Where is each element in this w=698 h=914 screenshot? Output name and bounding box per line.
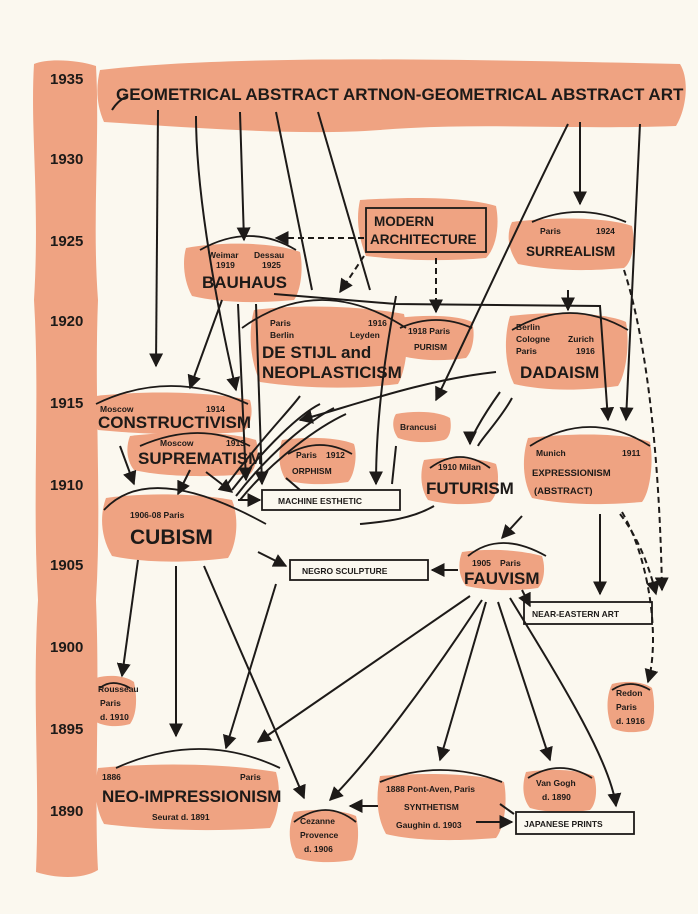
neo-impressionism-year: 1886 bbox=[102, 772, 121, 782]
bauhaus-label: BAUHAUS bbox=[202, 273, 287, 292]
bauhaus-year: 1919 bbox=[216, 260, 235, 270]
cezanne-line: Provence bbox=[300, 830, 339, 840]
year-label: 1910 bbox=[50, 477, 83, 494]
expressionism-label-line2: (ABSTRACT) bbox=[534, 486, 593, 497]
synthetism-line1: 1888 Pont-Aven, Paris bbox=[386, 784, 475, 794]
futurism-label: FUTURISM bbox=[426, 479, 514, 498]
year-label: 1890 bbox=[50, 803, 83, 820]
constructivism-year: 1914 bbox=[206, 404, 225, 414]
surrealism-label: SURREALISM bbox=[526, 244, 615, 259]
geometrical-abstract-art-title: GEOMETRICAL ABSTRACT ART bbox=[116, 85, 379, 104]
suprematism-label: SUPREMATISM bbox=[138, 449, 262, 468]
van-gogh-line: Van Gogh bbox=[536, 778, 576, 788]
orphism-year: 1912 bbox=[326, 450, 345, 460]
machine-esthetic-label: MACHINE ESTHETIC bbox=[278, 496, 362, 506]
bauhaus-year: 1925 bbox=[262, 260, 281, 270]
japanese-prints-label: JAPANESE PRINTS bbox=[524, 819, 603, 829]
brush-backgrounds bbox=[33, 59, 686, 878]
year-label: 1920 bbox=[50, 313, 83, 330]
bauhaus-place: Weimar bbox=[208, 250, 239, 260]
machine-esthetic-box bbox=[261, 489, 401, 511]
expressionism-place: Munich bbox=[536, 448, 566, 458]
dadaism-place: Berlin bbox=[516, 322, 540, 332]
rousseau-line: d. 1910 bbox=[100, 712, 129, 722]
influence-arrows bbox=[111, 95, 669, 829]
destijl-label-line2: NEOPLASTICISM bbox=[262, 363, 402, 382]
expressionism-label-line1: EXPRESSIONISM bbox=[532, 468, 611, 479]
non-geometrical-abstract-art-title: NON-GEOMETRICAL ABSTRACT ART bbox=[378, 85, 684, 104]
purism-year-place: 1918 Paris bbox=[408, 326, 450, 336]
destijl-label-line1: DE STIJL and bbox=[262, 343, 371, 362]
expressionism-year: 1911 bbox=[622, 448, 641, 458]
timeline-years: 1935 1930 1925 1920 1915 1910 1905 1900 … bbox=[50, 71, 83, 820]
cubism-label: CUBISM bbox=[130, 526, 213, 549]
year-label: 1935 bbox=[50, 71, 83, 88]
year-label: 1895 bbox=[50, 721, 83, 738]
neo-impressionism-label: NEO-IMPRESSIONISM bbox=[102, 787, 281, 806]
timeline-strip bbox=[33, 60, 99, 878]
modern-architecture-line2: ARCHITECTURE bbox=[370, 232, 477, 247]
cezanne-line: d. 1906 bbox=[304, 844, 333, 854]
redon-line: Redon bbox=[616, 688, 642, 698]
cubism-years-place: 1906-08 Paris bbox=[130, 510, 185, 520]
dadaism-year: 1916 bbox=[576, 346, 595, 356]
suprematism-year: 1913 bbox=[226, 438, 245, 448]
rousseau-line: Paris bbox=[100, 698, 121, 708]
dadaism-place: Paris bbox=[516, 346, 537, 356]
brancusi-label: Brancusi bbox=[400, 422, 436, 432]
negro-sculpture-box bbox=[289, 559, 429, 581]
purism-label: PURISM bbox=[414, 342, 447, 352]
bauhaus-place: Dessau bbox=[254, 250, 284, 260]
node-labels: GEOMETRICAL ABSTRACT ART NON-GEOMETRICAL… bbox=[98, 85, 684, 854]
node-frames bbox=[95, 207, 653, 835]
redon-line: Paris bbox=[616, 702, 637, 712]
modern-architecture-line1: MODERN bbox=[374, 214, 434, 229]
suprematism-place: Moscow bbox=[160, 438, 194, 448]
near-eastern-art-label: NEAR-EASTERN ART bbox=[532, 609, 620, 619]
neo-impressionism-place: Paris bbox=[240, 772, 261, 782]
rousseau-line: Rousseau bbox=[98, 684, 139, 694]
negro-sculpture-label: NEGRO SCULPTURE bbox=[302, 566, 388, 576]
destijl-place: Berlin bbox=[270, 330, 294, 340]
modern-architecture-box bbox=[365, 207, 487, 253]
orphism-label: ORPHISM bbox=[292, 466, 332, 476]
year-label: 1900 bbox=[50, 639, 83, 656]
destijl-place: Leyden bbox=[350, 330, 380, 340]
gaughin-note: Gaughin d. 1903 bbox=[396, 820, 462, 830]
dadaism-place: Cologne bbox=[516, 334, 550, 344]
surrealism-place: Paris bbox=[540, 226, 561, 236]
cezanne-line: Cezanne bbox=[300, 816, 335, 826]
destijl-place: Paris bbox=[270, 318, 291, 328]
surrealism-year: 1924 bbox=[596, 226, 615, 236]
orphism-place: Paris bbox=[296, 450, 317, 460]
top-banner bbox=[97, 59, 686, 133]
year-label: 1915 bbox=[50, 395, 83, 412]
year-label: 1905 bbox=[50, 557, 83, 574]
constructivism-label: CONSTRUCTIVISM bbox=[98, 413, 251, 432]
seurat-note: Seurat d. 1891 bbox=[152, 812, 210, 822]
destijl-year: 1916 bbox=[368, 318, 387, 328]
synthetism-label: SYNTHETISM bbox=[404, 802, 459, 812]
redon-line: d. 1916 bbox=[616, 716, 645, 726]
fauvism-year: 1905 bbox=[472, 558, 491, 568]
fauvism-label: FAUVISM bbox=[464, 569, 540, 588]
year-label: 1925 bbox=[50, 233, 83, 250]
japanese-prints-box bbox=[515, 811, 635, 835]
futurism-year-place: 1910 Milan bbox=[438, 462, 481, 472]
year-label: 1930 bbox=[50, 151, 83, 168]
fauvism-place: Paris bbox=[500, 558, 521, 568]
van-gogh-line: d. 1890 bbox=[542, 792, 571, 802]
dadaism-label: DADAISM bbox=[520, 363, 599, 382]
dadaism-place: Zurich bbox=[568, 334, 594, 344]
constructivism-place: Moscow bbox=[100, 404, 134, 414]
